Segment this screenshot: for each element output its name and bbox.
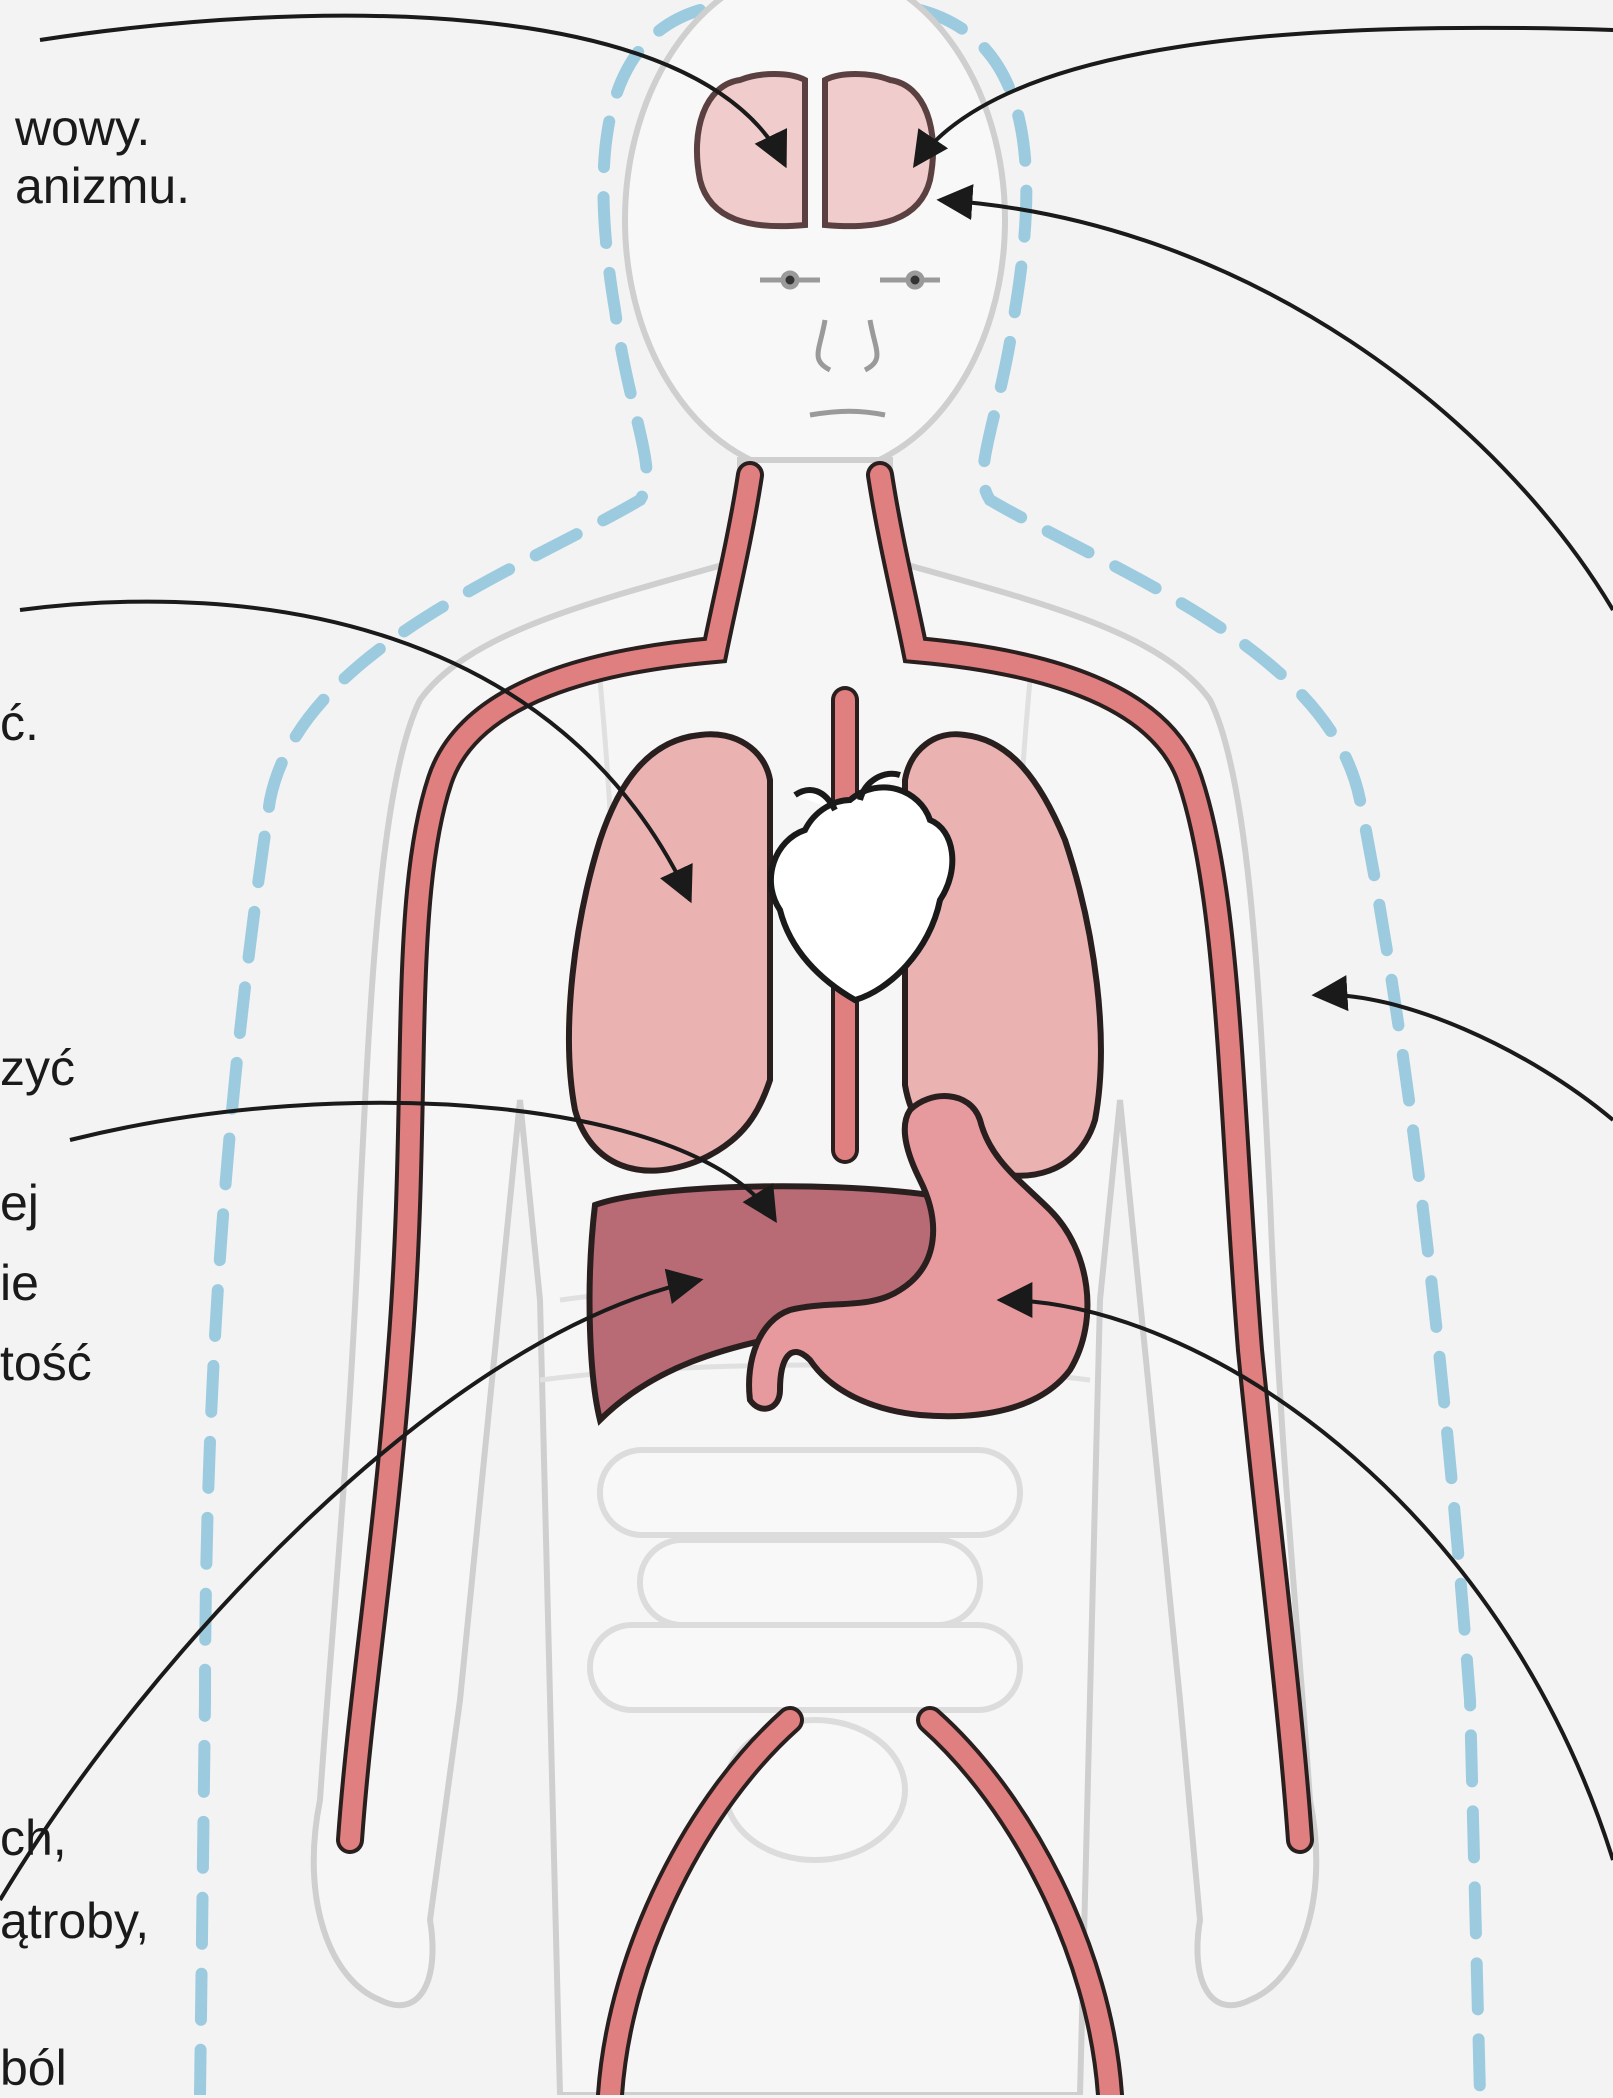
label-lungs-1: ć. xyxy=(0,695,39,753)
label-liver-4: tość xyxy=(0,1335,92,1393)
label-brain-1: wowy. xyxy=(15,100,150,158)
label-brain-2: anizmu. xyxy=(15,158,190,216)
label-liver-1: zyć xyxy=(0,1040,75,1098)
arrow-brain-front xyxy=(940,200,1613,610)
label-liver-2: ej xyxy=(0,1175,39,1233)
label-liver-3: ie xyxy=(0,1255,39,1313)
label-bottom-3: ból xyxy=(0,2040,67,2098)
arrow-vessel-right xyxy=(1315,995,1613,1120)
label-bottom-2: ątroby, xyxy=(0,1893,149,1951)
label-bottom-1: ch, xyxy=(0,1810,67,1868)
